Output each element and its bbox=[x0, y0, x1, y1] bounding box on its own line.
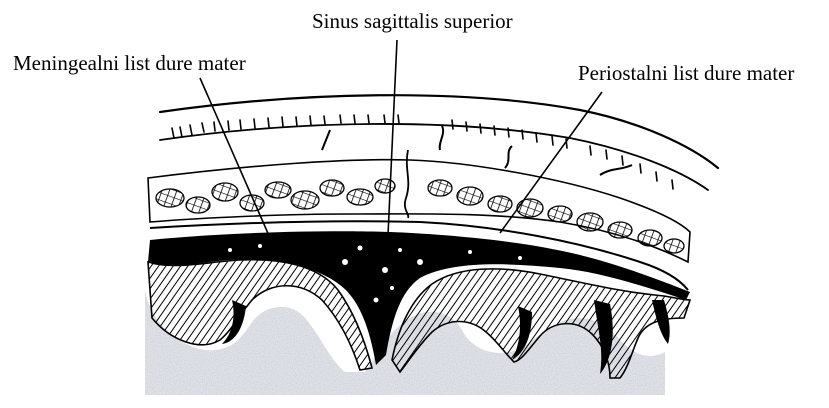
label-sinus-sagittalis-superior: Sinus sagittalis superior bbox=[312, 11, 513, 32]
label-meningeal-layer: Meningealni list dure mater bbox=[13, 53, 246, 74]
label-periosteal-layer: Periostalni list dure mater bbox=[578, 63, 794, 84]
